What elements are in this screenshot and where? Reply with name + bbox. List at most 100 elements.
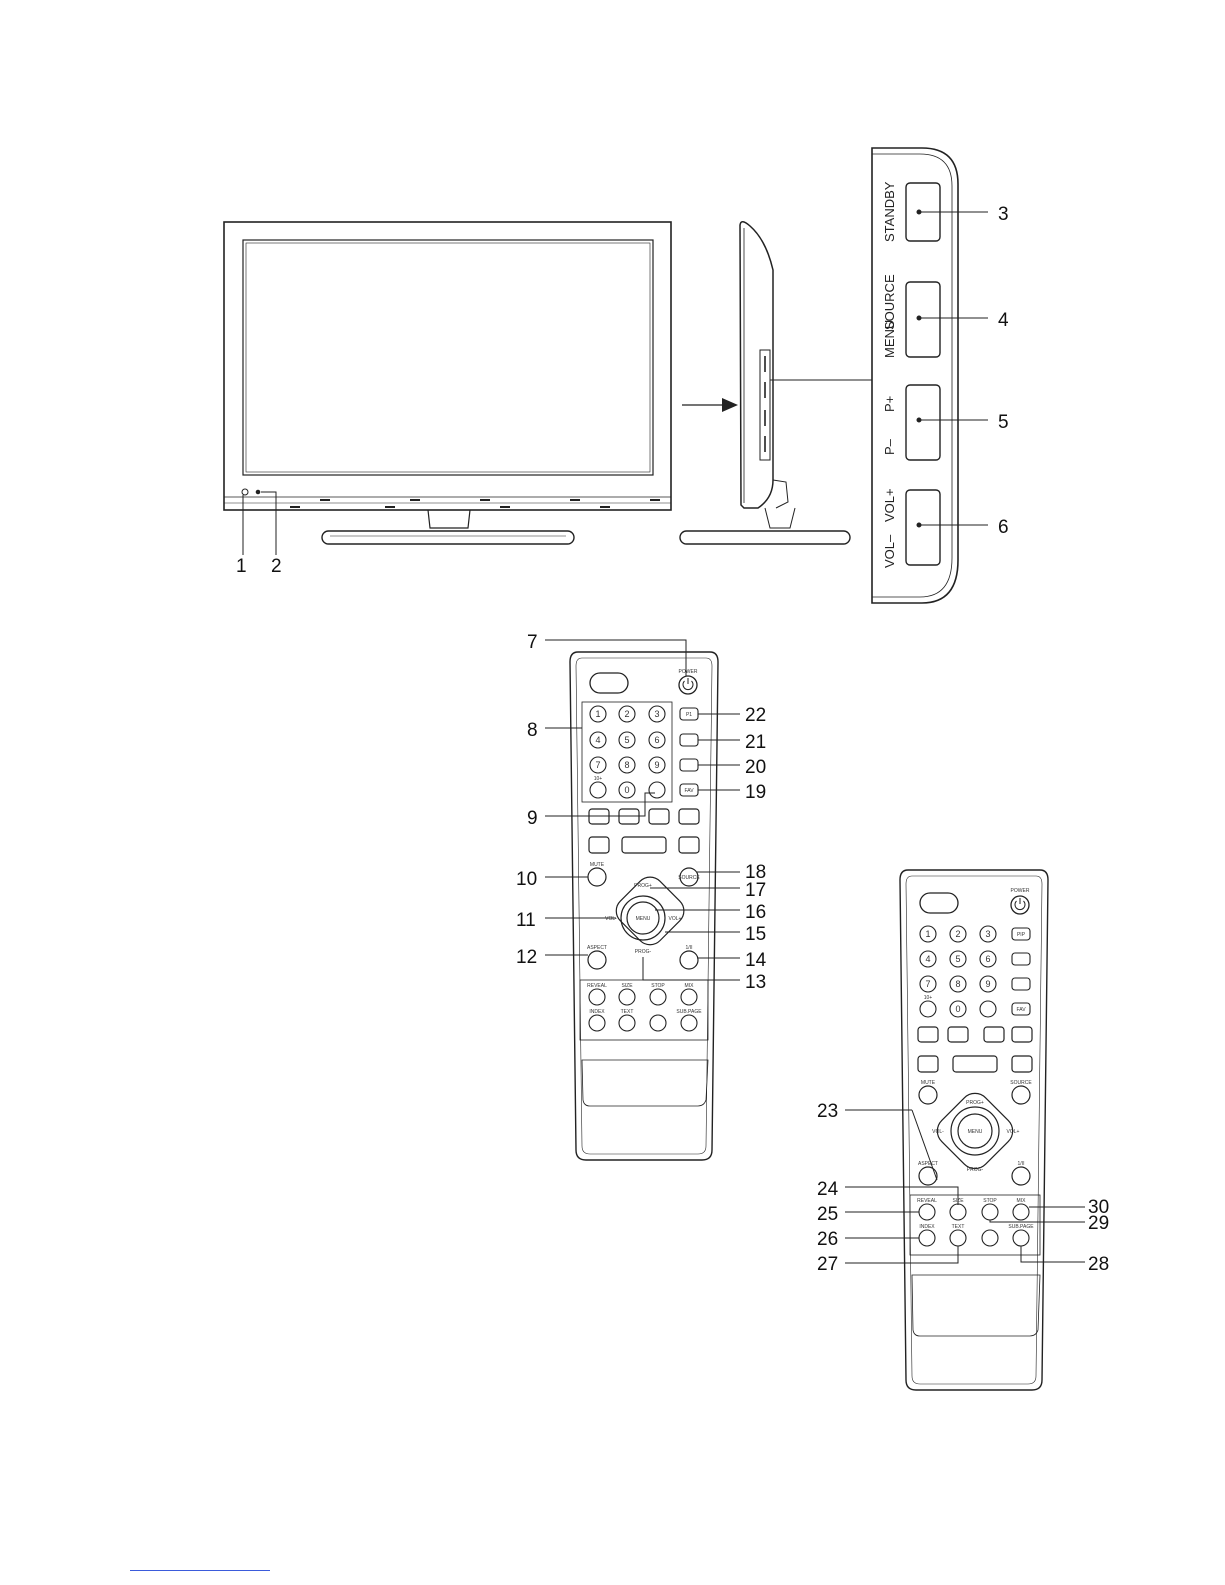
callout-3: 3 <box>998 204 1009 225</box>
power-label: POWER <box>679 669 698 675</box>
remote-teletext-key-labels: POWER 1 2 3 4 5 6 7 8 9 0 10+ PIP FAV MU… <box>917 888 1034 1230</box>
callout-23: 23 <box>817 1101 838 1122</box>
tv-bezel <box>223 221 672 511</box>
prog-plus-label: PROG+ <box>634 883 652 889</box>
callout-26: 26 <box>817 1229 838 1250</box>
tv-side-stand-base <box>679 530 851 545</box>
key-5-b: 5 <box>955 954 960 964</box>
menu-label-b: MENU <box>968 1129 983 1135</box>
power-button[interactable] <box>678 675 698 695</box>
aspect-button[interactable] <box>587 950 607 970</box>
source-label-remote: SOURCE <box>678 875 700 881</box>
text-label-b: TEXT <box>952 1224 965 1230</box>
menu-label: MENU <box>882 320 897 358</box>
p-minus-label: P– <box>882 438 897 455</box>
aspect-label-b: ASPECT <box>918 1161 938 1167</box>
remote-main-leaders <box>545 639 740 981</box>
source-button[interactable] <box>679 867 699 887</box>
index-label: INDEX <box>589 1009 605 1015</box>
callout-10: 10 <box>516 869 537 890</box>
callout-18: 18 <box>745 862 766 883</box>
callout-16: 16 <box>745 902 766 923</box>
menu-button[interactable] <box>626 901 660 935</box>
callout-6: 6 <box>998 517 1009 538</box>
key-9: 9 <box>654 760 659 770</box>
stop-label-b: STOP <box>983 1198 997 1204</box>
reveal-label: REVEAL <box>587 983 607 989</box>
tv-screen <box>242 239 654 476</box>
vol-minus-label-remote: VOL- <box>605 916 617 922</box>
callout-28: 28 <box>1088 1254 1109 1275</box>
power-button-2[interactable] <box>1010 895 1030 915</box>
key-7-b: 7 <box>925 979 930 989</box>
remote-control-teletext <box>899 869 1049 1391</box>
callout-1: 1 <box>236 556 247 577</box>
vol-minus-label-b: VOL- <box>932 1129 944 1135</box>
power-label-2: POWER <box>1011 888 1030 894</box>
callout-5: 5 <box>998 412 1009 433</box>
mute-button[interactable] <box>587 867 607 887</box>
standby-label: STANDBY <box>882 181 897 242</box>
remote-control-main <box>569 651 719 1161</box>
tv-front-view <box>223 221 672 555</box>
text-label: TEXT <box>621 1009 634 1015</box>
one-two-label: 1/II <box>686 945 693 951</box>
key-0-b: 0 <box>955 1004 960 1014</box>
remote-main-key-labels: POWER 1 2 3 4 5 6 7 8 9 0 10+ P1 FAV MUT… <box>587 669 702 1015</box>
remote-teletext-leaders <box>845 1109 1085 1264</box>
key-8: 8 <box>624 760 629 770</box>
menu-label-remote: MENU <box>636 916 651 922</box>
callout-29: 29 <box>1088 1213 1109 1234</box>
callout-19: 19 <box>745 782 766 803</box>
fav-label-b: FAV <box>1016 1007 1026 1013</box>
callout-2: 2 <box>271 556 282 577</box>
menu-source-button[interactable] <box>905 281 941 358</box>
callout-24: 24 <box>817 1179 839 1200</box>
dpad[interactable] <box>610 871 689 950</box>
key-7: 7 <box>595 760 600 770</box>
key-6: 6 <box>654 735 659 745</box>
callout-7: 7 <box>527 632 538 653</box>
key-1: 1 <box>595 709 600 719</box>
key-4-b: 4 <box>925 954 930 964</box>
key-3-b: 3 <box>985 929 990 939</box>
side-panel-labels: STANDBY SOURCE MENU P+ P– VOL+ VOL– <box>882 181 897 568</box>
volume-button[interactable] <box>905 489 941 566</box>
key-1-b: 1 <box>925 929 930 939</box>
source-label: SOURCE <box>882 274 897 330</box>
p1-label: P1 <box>686 712 692 718</box>
stop-label: STOP <box>651 983 665 989</box>
callout-4: 4 <box>998 310 1009 331</box>
source-label-b: SOURCE <box>1010 1080 1032 1086</box>
key-6-b: 6 <box>985 954 990 964</box>
key-5: 5 <box>624 735 629 745</box>
audio-button[interactable] <box>679 950 699 970</box>
mix-label: MIX <box>685 983 695 989</box>
aspect-label: ASPECT <box>587 945 607 951</box>
callout-21: 21 <box>745 732 766 753</box>
vol-plus-label-remote: VOL+ <box>669 916 682 922</box>
mute-label: MUTE <box>590 862 605 868</box>
pip-label-b: PIP <box>1017 932 1026 938</box>
key-4: 4 <box>595 735 600 745</box>
prog-minus-label: PROG- <box>635 949 652 955</box>
key-2: 2 <box>624 709 629 719</box>
program-button[interactable] <box>905 384 941 461</box>
vol-minus-label: VOL– <box>882 534 897 568</box>
reveal-label-b: REVEAL <box>917 1198 937 1204</box>
callout-27: 27 <box>817 1254 838 1275</box>
tv-screen-inner <box>245 242 651 473</box>
callout-9: 9 <box>527 808 538 829</box>
tv-stand-base <box>321 530 575 545</box>
callout-17: 17 <box>745 880 766 901</box>
arrow-icon <box>722 398 738 412</box>
key-0: 0 <box>624 785 629 795</box>
callout-numbers: 1 2 3 4 5 6 7 8 9 10 11 12 13 14 15 16 1… <box>236 204 1109 1275</box>
prog-plus-label-b: PROG+ <box>966 1100 984 1106</box>
index-label-b: INDEX <box>919 1224 935 1230</box>
mute-label-b: MUTE <box>921 1080 936 1086</box>
size-label: SIZE <box>621 983 633 989</box>
side-control-panel <box>871 147 988 604</box>
ten-plus-label-b: 10+ <box>924 995 933 1001</box>
